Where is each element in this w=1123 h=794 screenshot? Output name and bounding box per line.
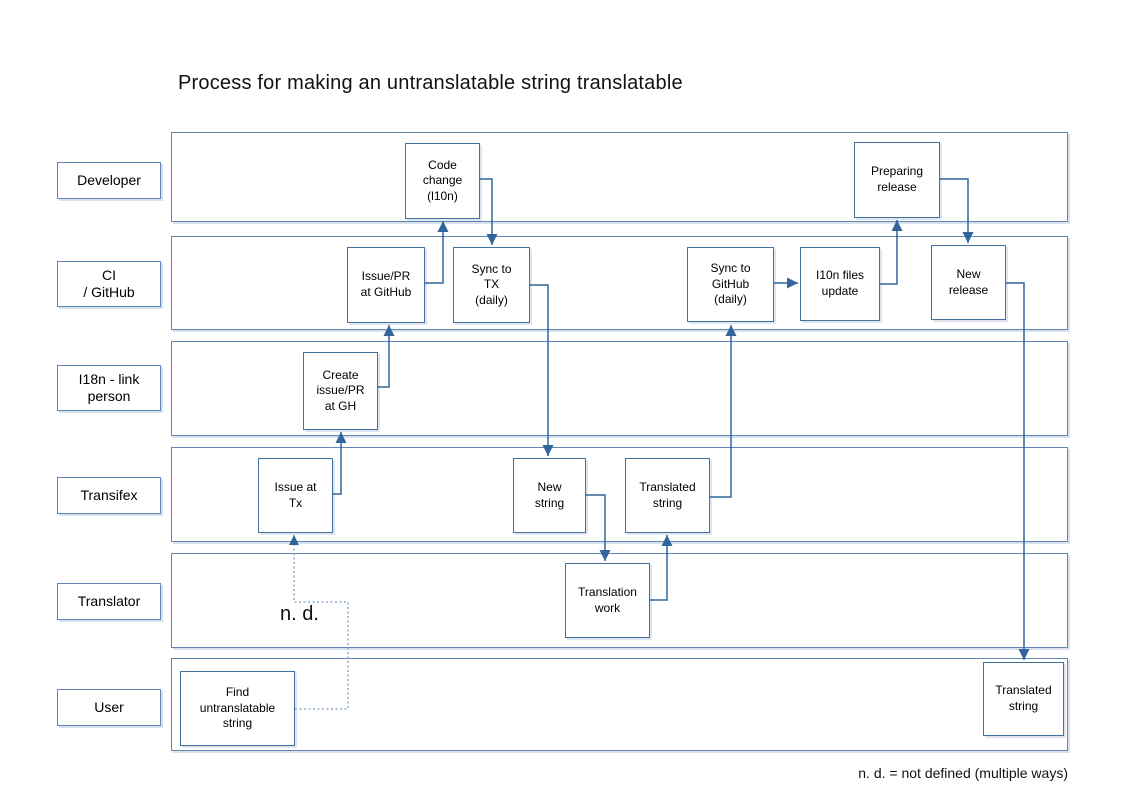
node-translated_string_tx: Translated string <box>625 458 710 533</box>
diagram-title: Process for making an untranslatable str… <box>178 72 683 94</box>
lane-label-ci_github: CI / GitHub <box>57 261 161 307</box>
lane-label-developer: Developer <box>57 162 161 199</box>
node-create_issue_pr: Create issue/PR at GH <box>303 352 378 430</box>
node-code_change: Code change (l10n) <box>405 143 480 219</box>
node-translation_work: Translation work <box>565 563 650 638</box>
node-sync_tx: Sync to TX (daily) <box>453 247 530 323</box>
lane-label-transifex: Transifex <box>57 477 161 514</box>
legend-text: n. d. = not defined (multiple ways) <box>858 765 1068 781</box>
node-sync_github: Sync to GitHub (daily) <box>687 247 774 322</box>
node-preparing_release: Preparing release <box>854 142 940 218</box>
node-issue_at_tx: Issue at Tx <box>258 458 333 533</box>
node-translated_string_user: Translated string <box>983 662 1064 736</box>
lane-user <box>171 658 1068 751</box>
node-issue_pr_github: Issue/PR at GitHub <box>347 247 425 323</box>
lane-label-user: User <box>57 689 161 726</box>
lane-ci_github <box>171 236 1068 330</box>
node-new_string: New string <box>513 458 586 533</box>
node-new_release: New release <box>931 245 1006 320</box>
lane-label-i18n_link: I18n - link person <box>57 365 161 411</box>
node-l10n_files_update: I10n files update <box>800 247 880 321</box>
not-defined-note: n. d. <box>280 603 319 625</box>
lane-label-translator: Translator <box>57 583 161 620</box>
node-find_untranslatable: Find untranslatable string <box>180 671 295 746</box>
